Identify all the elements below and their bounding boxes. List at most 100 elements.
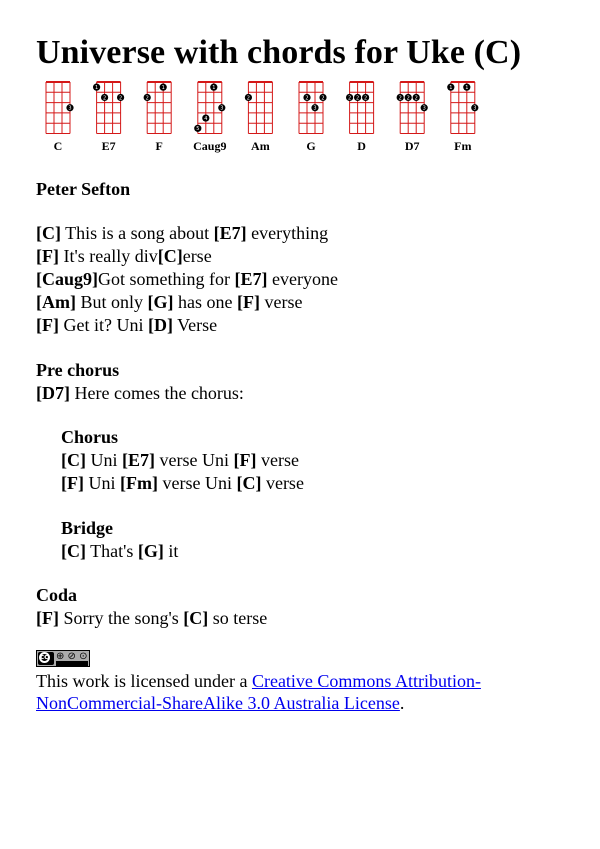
lyric-text: verse Uni	[157, 473, 237, 493]
chord-token: [C]	[61, 541, 86, 561]
chord-token: [F]	[61, 473, 84, 493]
lyric-text: verse Uni	[155, 450, 234, 470]
lyric-text: But only	[75, 292, 148, 312]
license-text: This work is licensed under a Creative C…	[36, 670, 556, 714]
chord-label: F	[155, 139, 163, 153]
finger-dot	[354, 93, 362, 102]
author-name: Peter Sefton	[36, 179, 131, 199]
lyric-line: [C] This is a song about [E7] everything	[36, 222, 556, 245]
license-link[interactable]: Creative Commons Attribution-NonCommerci…	[36, 671, 481, 713]
chord-diagram-2: 21	[143, 81, 172, 134]
lyric-text: so terse	[208, 608, 268, 628]
chord-token: [D]	[147, 315, 173, 335]
chord-token: [C]	[157, 246, 183, 266]
finger-number: 2	[247, 95, 250, 101]
chord-token: [G]	[147, 292, 174, 312]
lyric-text: has one	[173, 292, 237, 312]
finger-number: 3	[313, 106, 316, 112]
finger-dot	[471, 104, 479, 112]
chord-token: [Am]	[36, 292, 76, 312]
license-prefix: This work is licensed under a	[36, 671, 252, 691]
chord-token: [C]	[183, 608, 209, 628]
lyric-text: Uni	[86, 450, 122, 470]
chord-diagram-5: 232	[298, 81, 327, 134]
chord-token: [F]	[36, 315, 59, 335]
chord-token: [F]	[236, 292, 260, 312]
chord-token: [C]	[61, 450, 86, 470]
finger-dot	[412, 93, 420, 102]
finger-number: 4	[204, 116, 207, 122]
finger-number: 1	[465, 85, 468, 91]
creative-commons-badge-icon[interactable]: cc ⊕ ⊘ ⊙	[36, 650, 90, 667]
chord-token: [Caug9]	[36, 269, 98, 289]
finger-number: 3	[473, 106, 476, 112]
finger-number: 1	[212, 85, 215, 91]
finger-dot	[404, 93, 412, 102]
chord-token: [F]	[36, 246, 59, 266]
lyric-line: [F] Get it? Uni [D] Verse	[36, 314, 556, 337]
chord-label: D	[357, 139, 366, 153]
finger-dot	[202, 114, 210, 122]
chord-label: C	[53, 139, 63, 153]
lyric-text: Get it? Uni	[58, 315, 148, 335]
lyric-line: [Am] But only [G] has one [F] verse	[36, 291, 556, 314]
chord-label: Am	[251, 139, 270, 153]
chord-token: [G]	[137, 541, 164, 561]
chorus-title: Chorus	[61, 427, 119, 447]
finger-dot	[396, 93, 404, 102]
finger-dot	[311, 104, 319, 112]
lyric-text: Uni	[83, 473, 120, 493]
chord-token: [C]	[36, 223, 61, 243]
cc-circle-icon	[39, 652, 50, 663]
finger-number: 1	[162, 85, 165, 91]
finger-number: 3	[68, 106, 71, 112]
finger-dot	[159, 83, 167, 91]
chord-token: [E7]	[213, 223, 247, 243]
finger-number: 2	[356, 95, 359, 101]
chord-label: D7	[404, 139, 420, 153]
finger-number: 2	[146, 95, 149, 101]
finger-number: 3	[423, 106, 426, 112]
lyric-line: [Caug9]Got something for [E7] everyone	[36, 268, 556, 291]
chord-token: [D7]	[36, 383, 70, 403]
lyric-text: That's	[86, 541, 138, 561]
finger-dot	[210, 83, 218, 91]
finger-dot	[244, 93, 252, 102]
chord-token: [F]	[36, 608, 59, 628]
coda-title: Coda	[36, 585, 78, 605]
finger-number: 3	[220, 106, 223, 112]
lyric-text: verse	[261, 473, 304, 493]
page-title: Universe with chords for Uke (C)	[36, 34, 522, 71]
chord-label: E7	[101, 139, 116, 153]
chorus-section: Chorus [C] Uni [E7] verse Uni [F] verse[…	[61, 426, 561, 495]
chord-token: [C]	[236, 473, 262, 493]
chord-label: Fm	[454, 139, 472, 153]
chord-token: [Fm]	[119, 473, 158, 493]
finger-dot	[447, 83, 455, 91]
lyric-text: Sorry the song's	[58, 608, 184, 628]
lyric-text: erse	[182, 246, 212, 266]
finger-number: 2	[364, 95, 367, 101]
lyric-text: It's really div	[58, 246, 158, 266]
lyric-line: [C] That's [G] it	[61, 540, 561, 563]
coda-section: Coda [F] Sorry the song's [C] so terse	[36, 584, 556, 630]
lyric-text: verse	[259, 292, 303, 312]
cc-badge-bottom-strip	[56, 661, 88, 666]
lyric-text: it	[163, 541, 179, 561]
chord-label: G	[306, 139, 316, 153]
finger-dot	[463, 83, 471, 91]
chord-token: [E7]	[122, 450, 155, 470]
finger-number: 2	[399, 95, 402, 101]
chord-token: [E7]	[234, 269, 268, 289]
finger-dot	[319, 93, 327, 102]
lyric-text: verse	[256, 450, 299, 470]
finger-dot	[420, 104, 428, 112]
